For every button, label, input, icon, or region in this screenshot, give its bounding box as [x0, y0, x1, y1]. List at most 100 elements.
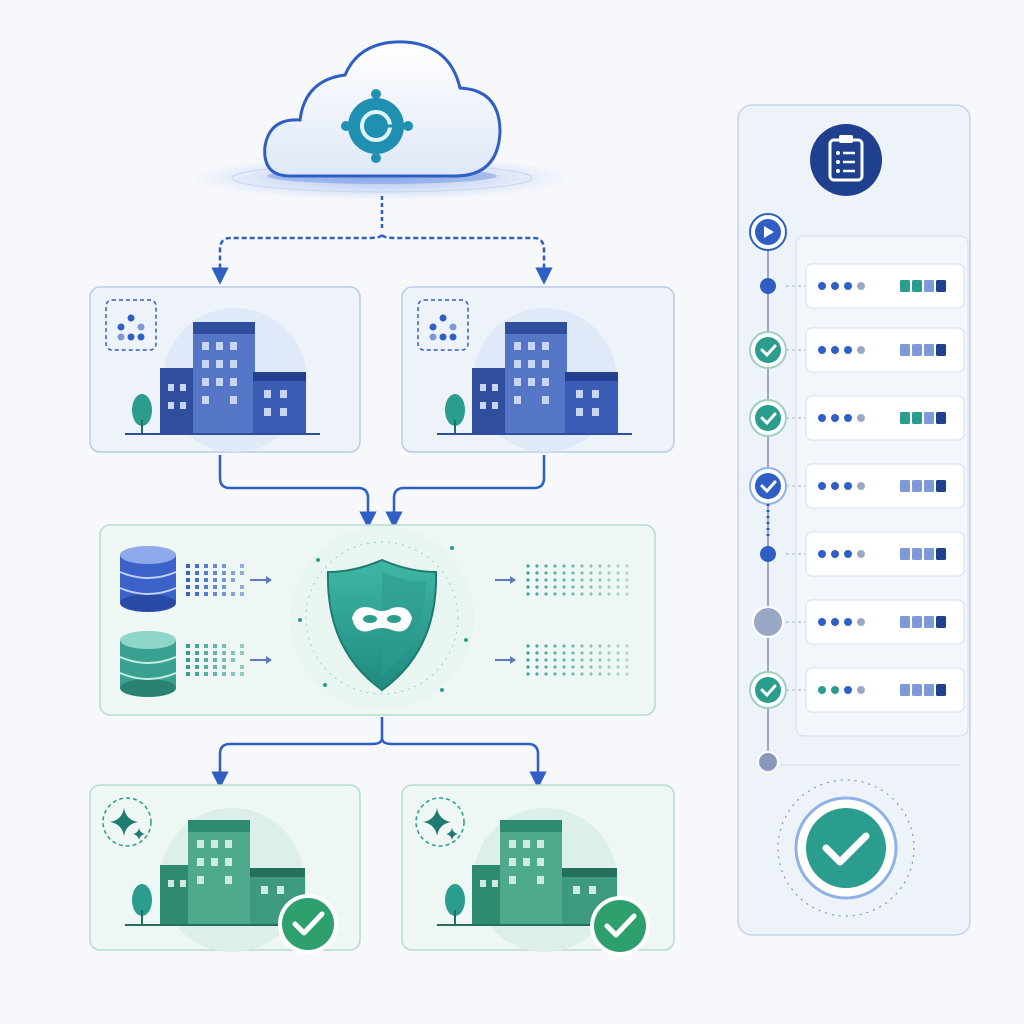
masked-bit [589, 665, 593, 669]
data-bit [186, 672, 190, 676]
masked-bit [544, 651, 548, 655]
step-dot-icon [760, 278, 776, 294]
checklist-panel [737, 104, 971, 936]
data-bit [195, 672, 199, 676]
masked-bit [562, 644, 566, 648]
data-bit [240, 564, 244, 568]
data-bit [195, 651, 199, 655]
checklist-step [757, 751, 779, 773]
clipboard-list-icon [810, 124, 882, 196]
data-bit [186, 651, 190, 655]
step-card [805, 599, 965, 645]
masked-bit [616, 585, 620, 589]
source-environment-1 [89, 286, 361, 453]
output-arrow-1 [495, 576, 516, 584]
data-bit [204, 651, 208, 655]
masked-bit [580, 592, 584, 596]
masked-bit [598, 585, 602, 589]
masked-bit [607, 564, 611, 568]
masked-bit [553, 578, 557, 582]
masked-bit [580, 571, 584, 575]
masked-bit [571, 651, 575, 655]
dots-cluster-icon [105, 299, 157, 351]
green-buildings-icon [437, 808, 617, 952]
masked-bit [562, 578, 566, 582]
data-bit [240, 644, 244, 648]
masked-bit [625, 564, 629, 568]
dots-cluster-icon [417, 299, 469, 351]
checklist-step [752, 599, 965, 645]
masked-bit [553, 672, 557, 676]
masked-bit [571, 585, 575, 589]
data-bit [231, 578, 235, 582]
data-bit [240, 665, 244, 669]
masked-bit [616, 651, 620, 655]
data-bit [231, 592, 235, 596]
masked-bit [589, 651, 593, 655]
data-bit [195, 644, 199, 648]
input-data-bits [186, 564, 244, 676]
masked-bit [553, 592, 557, 596]
data-bit [240, 651, 244, 655]
masked-bit [616, 592, 620, 596]
step-pending-icon [752, 606, 784, 638]
masked-bit [535, 644, 539, 648]
masked-bit [535, 564, 539, 568]
masked-bit [598, 665, 602, 669]
source-environment-2 [401, 286, 675, 453]
masked-bit [526, 592, 530, 596]
target-environment-1 [89, 784, 361, 954]
step-card [805, 395, 965, 441]
masked-bit [580, 658, 584, 662]
masked-bit [553, 665, 557, 669]
input-arrow-1 [250, 576, 272, 584]
masked-data-bits [526, 564, 629, 676]
data-bit [195, 564, 199, 568]
input-arrow-2 [250, 656, 272, 664]
masking-to-target-arrows [211, 717, 547, 789]
masked-bit [598, 592, 602, 596]
green-buildings-icon [125, 808, 305, 952]
masked-bit [535, 665, 539, 669]
masked-bit [571, 578, 575, 582]
data-bit [222, 571, 226, 575]
masked-bit [616, 672, 620, 676]
step-pending-icon [757, 751, 779, 773]
masked-bit [526, 564, 530, 568]
data-bit [195, 578, 199, 582]
data-bit [195, 571, 199, 575]
masked-bit [544, 658, 548, 662]
target-environment-2 [401, 784, 675, 956]
data-bit [195, 585, 199, 589]
data-bit [195, 658, 199, 662]
data-bit [204, 644, 208, 648]
data-bit [204, 658, 208, 662]
data-bit [231, 651, 235, 655]
masked-bit [553, 658, 557, 662]
masked-bit [625, 665, 629, 669]
masked-bit [562, 564, 566, 568]
data-bit [213, 578, 217, 582]
masked-bit [616, 564, 620, 568]
masked-bit [535, 571, 539, 575]
step-card [805, 531, 965, 577]
data-bit [222, 578, 226, 582]
step-card [805, 667, 965, 713]
masked-bit [625, 644, 629, 648]
data-bit [204, 564, 208, 568]
masked-bit [535, 585, 539, 589]
masked-bit [580, 564, 584, 568]
masked-bit [571, 672, 575, 676]
masked-bit [535, 672, 539, 676]
blue-buildings-icon [125, 308, 320, 452]
masked-bit [562, 672, 566, 676]
step-card [805, 327, 965, 373]
masked-bit [598, 564, 602, 568]
checklist-step [749, 395, 965, 441]
checklist-step [760, 263, 965, 309]
masked-bit [598, 658, 602, 662]
masked-bit [544, 644, 548, 648]
masked-bit [607, 644, 611, 648]
data-bit [213, 651, 217, 655]
data-bit [213, 665, 217, 669]
